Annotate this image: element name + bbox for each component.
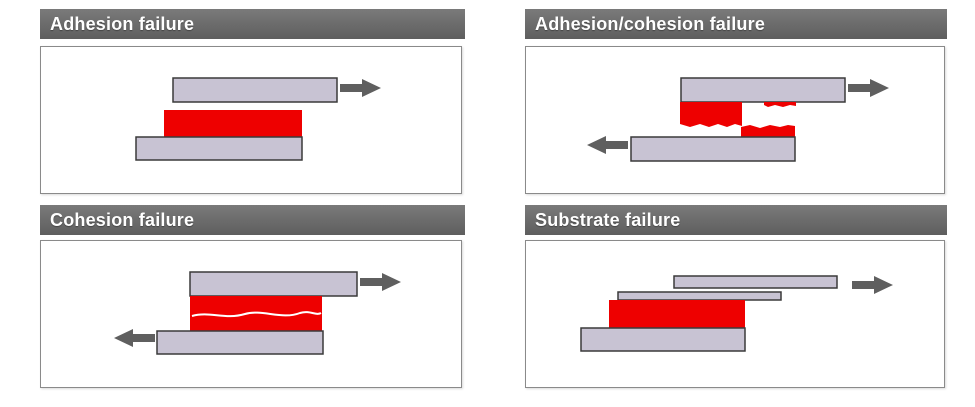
substrate-failure-illustration [580,275,893,352]
bottom-substrate [135,136,303,161]
top-substrate [189,271,358,297]
arrow-right-icon [360,273,401,291]
cohesion-failure-illustration [114,271,401,355]
top-substrate [172,77,338,103]
adhesive-layer [609,300,745,328]
crack-line [191,311,322,318]
arrow-right-icon [848,79,889,97]
adhesion-cohesion-failure-illustration [587,77,889,162]
panel-title-adhesion-cohesion-failure: Adhesion/cohesion failure [525,9,947,39]
panel-title-adhesion-failure: Adhesion failure [40,9,465,39]
bottom-substrate [580,327,746,352]
arrow-right-icon [852,276,893,294]
bottom-substrate [630,136,796,162]
top-substrate [680,77,846,103]
top-substrate-broken-lower [617,291,782,301]
adhesive-fragment-lower [741,125,795,137]
arrow-left-icon [587,136,628,154]
arrow-left-icon [114,329,155,347]
panel-title-cohesion-failure: Cohesion failure [40,205,465,235]
panel-title-substrate-failure: Substrate failure [525,205,947,235]
arrow-right-icon [340,79,381,97]
adhesion-failure-illustration [135,77,381,161]
adhesive-fragment-small [764,102,796,107]
top-substrate-broken-upper [673,275,838,289]
bottom-substrate [156,330,324,355]
adhesive-layer [164,110,302,137]
adhesive-fragment-upper [680,102,742,127]
